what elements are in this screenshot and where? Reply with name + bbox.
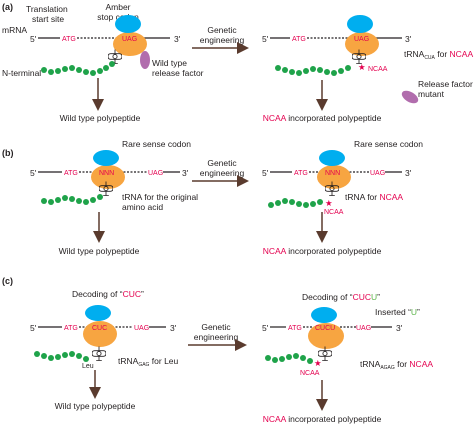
peptide-chain-c-left <box>34 351 89 362</box>
decoding-left-label: Decoding of “CUC” <box>72 289 144 299</box>
three-prime-a-left: 3' <box>174 34 181 44</box>
uag-codon-c-right: UAG <box>356 325 371 332</box>
uag-codon-b-right: UAG <box>370 170 385 177</box>
translation-start-label: Translation start site <box>26 4 70 24</box>
ribosome-large-b-right <box>319 150 345 166</box>
five-prime-b-left: 5' <box>30 168 37 178</box>
ribosome-large-c-left <box>85 305 111 321</box>
ncaa-polypeptide-a: NCAA incorporated polypeptide <box>263 113 382 123</box>
cuc-codon-c-left: CUC <box>92 325 107 332</box>
uag-codon-a-right: UAG <box>354 36 369 43</box>
panel-b: (b) Rare sense codon Rare sense codon 5'… <box>2 139 423 256</box>
trna-icon-c-left <box>92 346 106 361</box>
peptide-chain-c-right <box>265 353 313 364</box>
wild-type-polypeptide-a: Wild type polypeptide <box>60 113 141 123</box>
atg-codon-c-left: ATG <box>64 325 78 332</box>
nnn-codon-b-right: NNN <box>325 170 340 177</box>
ribosome-large-a-right <box>347 15 373 33</box>
atg-codon-c-right: ATG <box>288 325 302 332</box>
n-terminal-label: N-terminal <box>2 68 41 78</box>
wild-type-polypeptide-b: Wild type polypeptide <box>59 246 140 256</box>
ncaa-star-c: ★ <box>314 358 322 368</box>
three-prime-b-left: 3' <box>182 168 189 178</box>
wild-type-polypeptide-c: Wild type polypeptide <box>55 401 136 411</box>
release-factor-icon-a-left <box>140 51 150 69</box>
atg-codon-b-right: ATG <box>294 170 308 177</box>
inserted-u-label: Inserted “U” <box>375 307 420 317</box>
five-prime-c-right: 5' <box>262 323 269 333</box>
peptide-chain-b-right <box>268 198 323 208</box>
trna-for-ncaa-b: tRNA for NCAA <box>345 192 403 202</box>
decoding-right-label: Decoding of “CUCU” <box>302 292 380 302</box>
three-prime-c-right: 3' <box>396 323 403 333</box>
trna-cua-label: tRNACUA for NCAA <box>404 49 473 61</box>
three-prime-a-right: 3' <box>405 34 412 44</box>
atg-codon-a-left: ATG <box>62 36 76 43</box>
ncaa-tag-b: NCAA <box>324 209 344 216</box>
uag-codon-c-left: UAG <box>134 325 149 332</box>
leu-label: Leu <box>82 363 94 370</box>
uag-codon-a-left: UAG <box>122 36 137 43</box>
peptide-chain-b-left <box>41 194 103 205</box>
ncaa-polypeptide-c: NCAA incorporated polypeptide <box>263 414 382 424</box>
uag-codon-b-left: UAG <box>148 170 163 177</box>
ribosome-large-a-left <box>115 15 141 33</box>
peptide-chain-a-right <box>275 65 351 76</box>
atg-codon-a-right: ATG <box>292 36 306 43</box>
five-prime-b-right: 5' <box>262 168 269 178</box>
peptide-chain-a-left <box>41 61 115 76</box>
translation-start-line1: Translation <box>26 4 68 14</box>
panel-b-letter: (b) <box>2 148 14 158</box>
ribosome-small-a-right <box>345 32 379 56</box>
three-prime-b-right: 3' <box>405 168 412 178</box>
ncaa-tag-a: NCAA <box>368 66 388 73</box>
ribosome-small-a-left <box>113 32 147 56</box>
nnn-codon-b-left: NNN <box>99 170 114 177</box>
panel-a-letter: (a) <box>2 2 13 12</box>
atg-codon-b-left: ATG <box>64 170 78 177</box>
ribosome-large-b-left <box>93 150 119 166</box>
ncaa-star-a: ★ <box>358 62 366 72</box>
mrna-label: mRNA <box>2 25 27 35</box>
ribosome-large-c-right <box>311 307 337 323</box>
ribosome-small-b-right <box>317 165 351 189</box>
three-prime-c-left: 3' <box>170 323 177 333</box>
rare-codon-label-left: Rare sense codon <box>122 139 191 149</box>
trna-gag-label: tRNAGAG for Leu <box>118 356 179 368</box>
cucu-codon-c-right: CUCU <box>315 325 335 332</box>
ncaa-tag-c: NCAA <box>300 370 320 377</box>
release-factor-mutant-icon <box>401 90 419 104</box>
panel-c-letter: (c) <box>2 276 13 286</box>
panel-c: (c) Decoding of “CUC” Decoding of “CUCU”… <box>2 276 433 424</box>
rare-codon-label-right: Rare sense codon <box>354 139 423 149</box>
trna-agag-label: tRNAAGAG for NCAA <box>360 359 433 371</box>
ribosome-small-c-right <box>308 323 344 349</box>
ncaa-star-b: ★ <box>325 198 333 208</box>
ncaa-polypeptide-b: NCAA incorporated polypeptide <box>263 246 382 256</box>
ribosome-small-c-left <box>83 321 117 347</box>
ribosome-small-b-left <box>91 165 125 189</box>
five-prime-c-left: 5' <box>30 323 37 333</box>
five-prime-a-left: 5' <box>30 34 37 44</box>
translation-start-line2: start site <box>32 14 64 24</box>
five-prime-a-right: 5' <box>262 34 269 44</box>
